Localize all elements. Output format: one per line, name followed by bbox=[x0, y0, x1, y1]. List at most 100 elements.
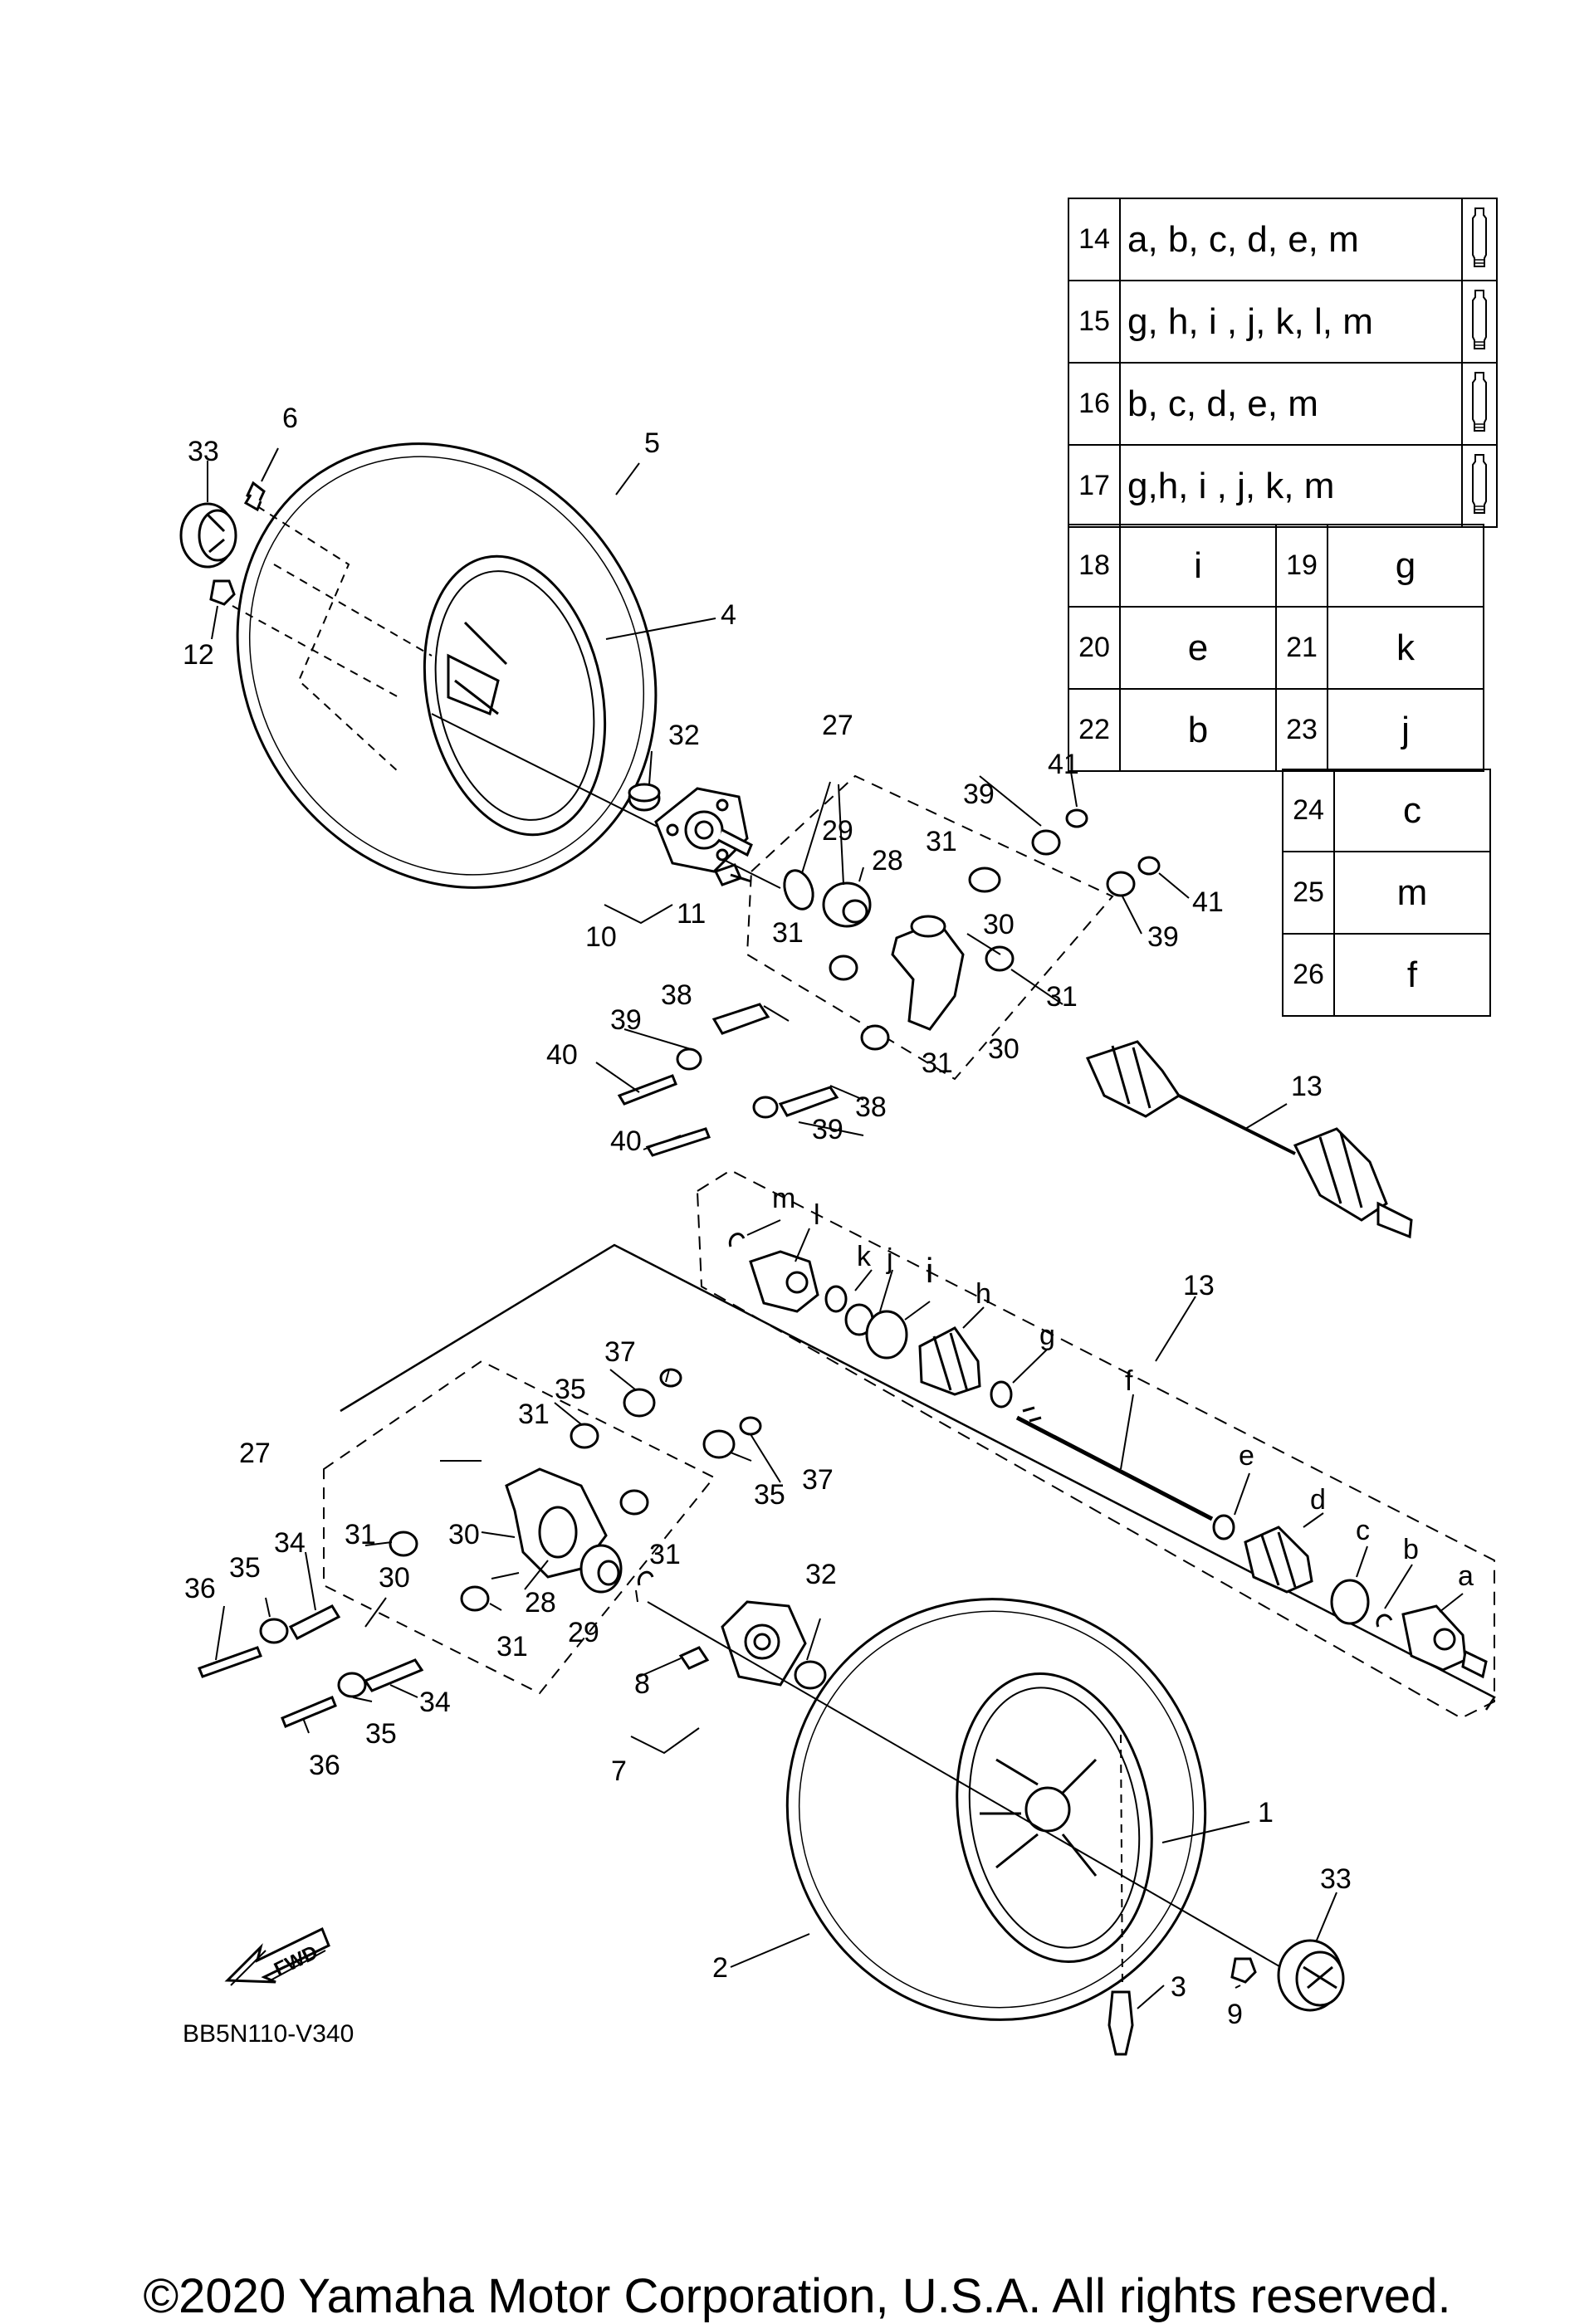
single-row-24: 24 c bbox=[1282, 769, 1491, 852]
upper-wheel-assembly-lines bbox=[232, 505, 433, 773]
callout-8: 8 bbox=[634, 1668, 650, 1700]
part-code: i bbox=[1119, 524, 1277, 608]
callout-12: 12 bbox=[183, 639, 214, 671]
callout-31-upper-b: 31 bbox=[772, 917, 804, 949]
part-code: k bbox=[1327, 606, 1484, 690]
pair-row-22-23: 22 b 23 j bbox=[1068, 688, 1484, 772]
callout-34-b: 34 bbox=[419, 1687, 451, 1718]
callout-32-upper: 32 bbox=[668, 720, 700, 751]
part-number: 15 bbox=[1068, 280, 1121, 364]
callout-31-lower-d: 31 bbox=[496, 1631, 528, 1662]
callout-13-upper: 13 bbox=[1291, 1071, 1323, 1102]
callout-6: 6 bbox=[282, 403, 298, 434]
callout-31-lower-b: 31 bbox=[345, 1519, 376, 1550]
part-number: 16 bbox=[1068, 362, 1121, 446]
letter-e: e bbox=[1239, 1440, 1254, 1472]
callout-1: 1 bbox=[1258, 1797, 1274, 1828]
callout-labels: 5 4 6 33 12 32 27 29 28 39 41 31 41 39 3… bbox=[183, 403, 1352, 2030]
grease-row-14: 14 a, b, c, d, e, m bbox=[1068, 198, 1498, 281]
bracket-10 bbox=[604, 904, 673, 925]
callout-41-upper-b: 41 bbox=[1192, 886, 1224, 918]
grease-row-16: 16 b, c, d, e, m bbox=[1068, 362, 1498, 446]
forward-arrow-icon: FWD bbox=[224, 1926, 330, 1986]
callout-27-lower: 27 bbox=[239, 1438, 271, 1469]
upper-knuckle-group-box bbox=[746, 774, 1114, 1081]
lug-nut-upper bbox=[209, 579, 236, 606]
callout-38-upper: 38 bbox=[661, 979, 692, 1011]
upper-wheel-hub bbox=[654, 787, 753, 873]
callout-10: 10 bbox=[585, 921, 617, 953]
part-number: 23 bbox=[1275, 688, 1328, 772]
callout-28-upper: 28 bbox=[872, 845, 903, 876]
callout-31-lower-c: 31 bbox=[649, 1539, 681, 1570]
callout-31-upper-c: 31 bbox=[1046, 981, 1078, 1013]
part-number: 14 bbox=[1068, 198, 1121, 281]
lower-wheel-rim bbox=[956, 1672, 1153, 1963]
leader-lines bbox=[207, 447, 1464, 2009]
letter-k: k bbox=[857, 1241, 872, 1272]
wheel-cap-lower bbox=[1277, 1939, 1345, 2012]
copyright-notice: ©2020 Yamaha Motor Corporation, U.S.A. A… bbox=[143, 2269, 1451, 2323]
part-code: c bbox=[1333, 769, 1491, 852]
letter-f: f bbox=[1125, 1365, 1133, 1397]
lower-outline-box bbox=[340, 1243, 1496, 1711]
callout-38-upper-b: 38 bbox=[855, 1091, 887, 1123]
part-code: f bbox=[1333, 933, 1491, 1017]
lower-shaft-group-box bbox=[696, 1169, 1495, 1720]
callout-30-lower-b: 30 bbox=[379, 1562, 410, 1594]
part-number: 26 bbox=[1282, 933, 1335, 1017]
grease-tube-icon bbox=[1461, 280, 1498, 364]
wheel-cap-upper bbox=[179, 502, 237, 569]
callout-35-b: 35 bbox=[754, 1479, 785, 1511]
lower-tire bbox=[785, 1598, 1207, 2021]
upper-wheel-rim bbox=[423, 554, 607, 837]
callout-32-lower: 32 bbox=[805, 1559, 837, 1590]
lower-axle-line bbox=[647, 1601, 1296, 1976]
letter-g: g bbox=[1039, 1320, 1055, 1351]
callout-33-lower: 33 bbox=[1320, 1863, 1352, 1895]
exploded-parts-diagram: 5 4 6 33 12 32 27 29 28 39 41 31 41 39 3… bbox=[179, 403, 1496, 2056]
callout-13-lower: 13 bbox=[1183, 1270, 1215, 1301]
part-codes: b, c, d, e, m bbox=[1119, 362, 1463, 446]
callout-11: 11 bbox=[677, 898, 706, 930]
part-number: 17 bbox=[1068, 444, 1121, 528]
callout-40-upper-b: 40 bbox=[610, 1125, 642, 1157]
upper-knuckle-parts bbox=[617, 808, 1161, 1157]
callout-39-upper-a: 39 bbox=[963, 779, 995, 810]
letter-b: b bbox=[1403, 1534, 1419, 1565]
upper-drive-shaft bbox=[1085, 1040, 1413, 1239]
callout-2: 2 bbox=[712, 1952, 728, 1984]
lower-wheel-hub bbox=[678, 1600, 827, 1690]
callout-29-lower: 29 bbox=[568, 1617, 599, 1648]
grease-tube-icon bbox=[1461, 362, 1498, 446]
part-number: 20 bbox=[1068, 606, 1121, 690]
letter-c: c bbox=[1356, 1515, 1370, 1546]
single-reference-table: 24 c 25 m 26 f bbox=[1282, 769, 1491, 1017]
callout-27-upper: 27 bbox=[822, 710, 853, 741]
lower-knuckle-parts bbox=[198, 1368, 762, 1728]
part-codes: a, b, c, d, e, m bbox=[1119, 198, 1463, 281]
callout-7: 7 bbox=[611, 1755, 627, 1787]
pair-reference-table: 18 i 19 g 20 e 21 k 22 b 23 j bbox=[1068, 524, 1484, 772]
lower-cv-shaft-parts bbox=[728, 1233, 1488, 1679]
callout-36-b: 36 bbox=[309, 1750, 340, 1781]
letter-a: a bbox=[1458, 1560, 1474, 1592]
part-number: 21 bbox=[1275, 606, 1328, 690]
valve-line bbox=[1120, 1734, 1123, 1989]
callout-31-upper-d: 31 bbox=[922, 1047, 953, 1079]
callout-36-a: 36 bbox=[184, 1573, 216, 1604]
grease-row-15: 15 g, h, i , j, k, l, m bbox=[1068, 280, 1498, 364]
grease-reference-table: 14 a, b, c, d, e, m 15 g, h, i , j, k, l… bbox=[1068, 198, 1498, 528]
part-code: b bbox=[1119, 688, 1277, 772]
callout-35-a: 35 bbox=[555, 1374, 586, 1405]
single-row-25: 25 m bbox=[1282, 851, 1491, 935]
callout-35-c: 35 bbox=[229, 1552, 261, 1584]
callout-37-b: 37 bbox=[802, 1464, 834, 1496]
callout-4: 4 bbox=[721, 599, 736, 631]
letter-l: l bbox=[814, 1199, 820, 1231]
grease-row-17: 17 g,h, i , j, k, m bbox=[1068, 444, 1498, 528]
callout-39-upper-b: 39 bbox=[1147, 921, 1179, 953]
letter-labels: m l k j i h g f e d c b a bbox=[772, 1183, 1474, 1592]
part-codes: g, h, i , j, k, l, m bbox=[1119, 280, 1463, 364]
part-number: 24 bbox=[1282, 769, 1335, 852]
